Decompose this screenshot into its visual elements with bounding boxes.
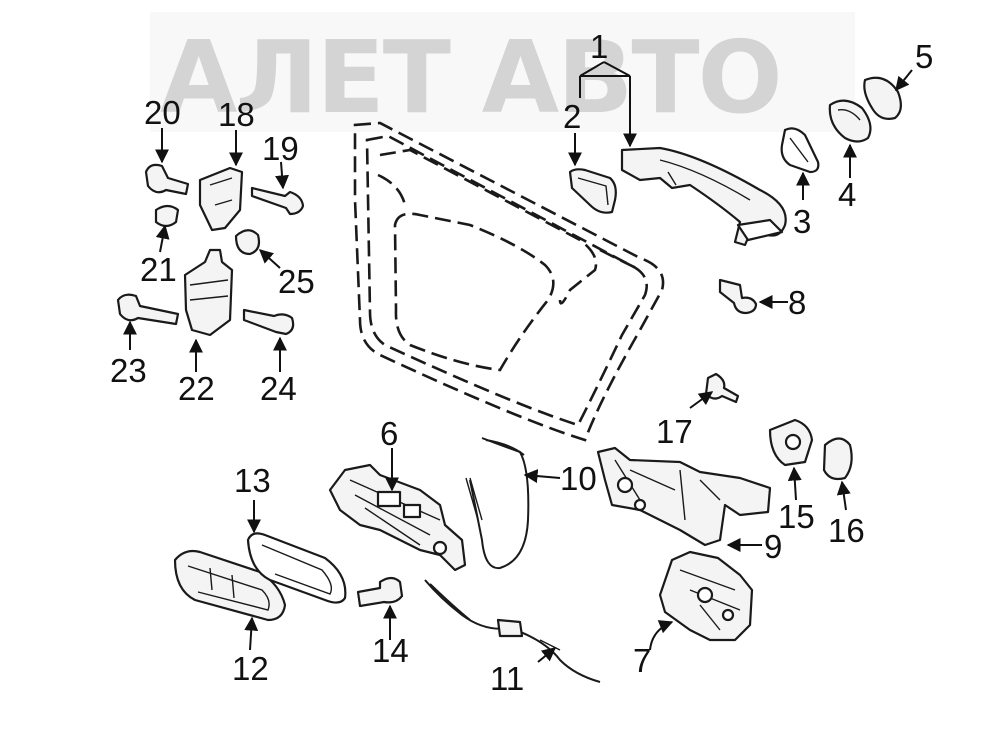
- callout-8: 8: [788, 284, 806, 321]
- part-3-bezel: [780, 127, 820, 174]
- part-2-gasket: [568, 168, 617, 214]
- callout-24: 24: [260, 370, 297, 407]
- watermark: АЛЕТ АВТО: [150, 12, 855, 136]
- part-7-latch: [658, 550, 754, 642]
- callout-2: 2: [563, 98, 581, 135]
- callout-25: 25: [278, 263, 315, 300]
- callout-17: 17: [656, 413, 693, 450]
- door-panel: [353, 121, 665, 442]
- part-13-handle-bezel: [246, 532, 347, 604]
- callout-12: 12: [232, 650, 269, 687]
- part-23-bolt: [116, 293, 180, 326]
- callout-9: 9: [764, 528, 782, 565]
- watermark-text: АЛЕТ АВТО: [160, 19, 781, 136]
- part-10-cable: [465, 437, 530, 570]
- part-15-plate: [768, 418, 814, 467]
- callout-21: 21: [140, 251, 177, 288]
- part-5-cover: [863, 76, 902, 120]
- part-19-bolt: [250, 186, 305, 216]
- part-1-exterior-handle: [620, 146, 787, 247]
- callout-19: 19: [262, 130, 299, 167]
- callout-11: 11: [490, 660, 524, 697]
- part-8-screw: [718, 278, 758, 315]
- part-25-cap: [234, 229, 261, 256]
- callout-22: 22: [178, 370, 215, 407]
- part-4-cap: [828, 99, 872, 143]
- callout-3: 3: [793, 203, 811, 240]
- callout-16: 16: [828, 512, 865, 549]
- callout-5: 5: [915, 38, 933, 75]
- part-9-handle-mechanism: [596, 446, 772, 547]
- callout-18: 18: [218, 96, 255, 133]
- callout-14: 14: [372, 632, 409, 669]
- callout-6: 6: [380, 415, 398, 452]
- callout-1: 1: [590, 28, 608, 65]
- part-14-bolt: [356, 576, 404, 608]
- part-21-plug: [154, 204, 180, 228]
- part-6-handle-bracket: [328, 463, 467, 572]
- part-17-screw: [704, 372, 740, 404]
- callout-20: 20: [144, 94, 181, 131]
- callout-23: 23: [110, 352, 147, 389]
- part-12-handle-housing: [173, 549, 287, 622]
- callout-labels: 1 2 3 4 5 6 7 8 9 10 11 12 13 14 15 16 1…: [110, 28, 933, 697]
- part-24-bolt: [242, 308, 295, 336]
- part-22-module: [183, 248, 234, 337]
- callout-15: 15: [778, 498, 815, 535]
- part-18-bracket: [198, 166, 244, 232]
- part-11-cable: [424, 579, 601, 683]
- callout-4: 4: [838, 176, 856, 213]
- callout-13: 13: [234, 462, 271, 499]
- callout-7: 7: [633, 642, 651, 679]
- part-20-bolt: [144, 163, 190, 196]
- leader-lines: [123, 61, 913, 663]
- part-16-pad: [822, 437, 853, 481]
- callout-10: 10: [560, 460, 597, 497]
